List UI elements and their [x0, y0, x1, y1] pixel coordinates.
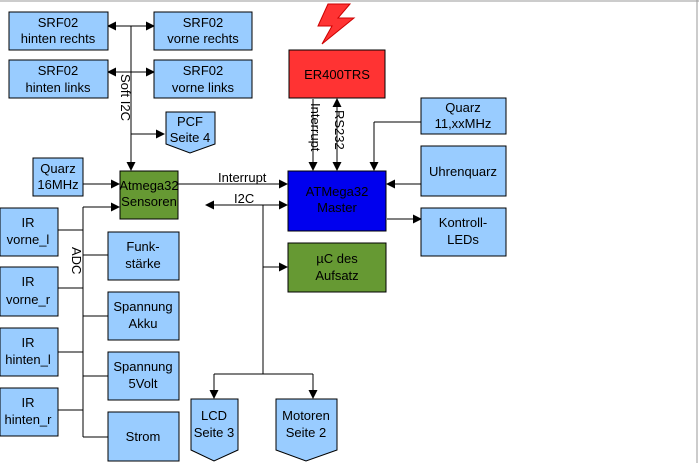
block-ir-vorne-r-line1: IR: [22, 274, 35, 289]
block-srf02-vorne-rechts: SRF02 vorne rechts: [153, 11, 253, 51]
block-srf02-vorne-rechts-line2: vorne rechts: [167, 31, 239, 46]
block-strom: Strom: [107, 411, 180, 462]
block-funkstaerke: Funk- stärke: [107, 231, 180, 281]
block-lcd: LCD Seite 3: [190, 398, 239, 462]
block-ir-vorne-r-line2: vorne_r: [6, 292, 51, 307]
block-srf02-vorne-links-line1: SRF02: [183, 63, 223, 78]
label-soft-i2c: Soft I2C: [118, 74, 133, 121]
block-atmega32-master-line1: ATMega32: [306, 184, 369, 199]
block-strom-label: Strom: [126, 429, 161, 444]
block-srf02-vorne-links: SRF02 vorne links: [153, 59, 253, 99]
block-uhrenquarz: Uhrenquarz: [420, 145, 507, 197]
block-ir-hinten-l-line1: IR: [22, 335, 35, 350]
block-ir-hinten-l: IR hinten_l: [0, 327, 59, 377]
block-ir-hinten-r-line2: hinten_r: [5, 412, 53, 427]
block-atmega32-sensoren: Atmega32 Sensoren: [119, 170, 179, 220]
block-pcf: PCF Seite 4: [165, 111, 216, 154]
block-srf02-hinten-rechts-line2: hinten rechts: [21, 31, 96, 46]
block-srf02-hinten-rechts-line1: SRF02: [38, 15, 78, 30]
connectors: [58, 21, 422, 438]
block-pcf-line2: Seite 4: [170, 130, 210, 145]
block-kontroll-leds: Kontroll- LEDs: [420, 207, 507, 257]
block-lcd-line2: Seite 3: [194, 425, 234, 440]
block-spannung-5volt-line1: Spannung: [113, 359, 172, 374]
block-er400trs-label: ER400TRS: [304, 67, 370, 82]
block-kontroll-leds-line2: LEDs: [447, 232, 479, 247]
block-ir-hinten-r: IR hinten_r: [0, 387, 59, 437]
block-funkstaerke-line1: Funk-: [126, 239, 159, 254]
block-quarz-16mhz-line1: Quarz: [40, 161, 75, 176]
block-spannung-5volt: Spannung 5Volt: [107, 351, 180, 401]
block-srf02-vorne-rechts-line1: SRF02: [183, 15, 223, 30]
block-atmega32-sensoren-line1: Atmega32: [119, 178, 178, 193]
block-er400trs: ER400TRS: [288, 49, 386, 99]
block-ir-vorne-r: IR vorne_r: [0, 266, 59, 317]
block-atmega32-master-line2: Master: [317, 200, 357, 215]
block-motoren-line1: Motoren: [282, 408, 330, 423]
label-i2c: I2C: [234, 191, 254, 206]
block-spannung-akku: Spannung Akku: [107, 291, 180, 341]
block-atmega32-sensoren-line2: Sensoren: [121, 194, 177, 209]
block-motoren-line2: Seite 2: [286, 425, 326, 440]
block-ir-vorne-l: IR vorne_l: [0, 207, 59, 257]
block-pcf-line1: PCF: [177, 114, 203, 129]
label-interrupt-horizontal: Interrupt: [218, 170, 267, 185]
block-quarz-11mhz-line1: Quarz: [445, 100, 480, 115]
block-lcd-line1: LCD: [201, 408, 227, 423]
block-srf02-hinten-links-line1: SRF02: [38, 63, 78, 78]
block-ir-vorne-l-line1: IR: [22, 215, 35, 230]
block-spannung-akku-line2: Akku: [129, 316, 158, 331]
block-srf02-vorne-links-line2: vorne links: [172, 80, 235, 95]
block-uc-aufsatz-line2: Aufsatz: [315, 268, 358, 283]
block-srf02-hinten-links-line2: hinten links: [25, 80, 91, 95]
block-spannung-akku-line1: Spannung: [113, 299, 172, 314]
block-srf02-hinten-rechts: SRF02 hinten rechts: [8, 11, 109, 51]
block-uhrenquarz-label: Uhrenquarz: [429, 164, 497, 179]
block-motoren: Motoren Seite 2: [275, 398, 338, 462]
block-ir-hinten-r-line1: IR: [22, 395, 35, 410]
block-funkstaerke-line2: stärke: [125, 256, 160, 271]
label-rs232: RS232: [332, 110, 347, 150]
block-atmega32-master: ATMega32 Master: [287, 170, 387, 232]
block-ir-vorne-l-line2: vorne_l: [7, 232, 50, 247]
block-ir-hinten-l-line2: hinten_l: [5, 352, 51, 367]
block-spannung-5volt-line2: 5Volt: [129, 376, 158, 391]
lightning-icon: [317, 3, 356, 45]
block-uc-aufsatz: µC des Aufsatz: [287, 242, 387, 293]
block-quarz-11mhz-line2: 11,xxMHz: [435, 116, 492, 131]
block-quarz-16mhz: Quarz 16MHz: [32, 157, 84, 197]
block-uc-aufsatz-line1: µC des: [316, 251, 358, 266]
label-interrupt-vertical: Interrupt: [308, 103, 323, 152]
block-quarz-11mhz: Quarz 11,xxMHz: [420, 97, 507, 135]
block-srf02-hinten-links: SRF02 hinten links: [8, 59, 109, 99]
label-adc: ADC: [69, 247, 84, 274]
block-quarz-16mhz-line2: 16MHz: [37, 177, 78, 192]
block-kontroll-leds-line1: Kontroll-: [439, 215, 487, 230]
